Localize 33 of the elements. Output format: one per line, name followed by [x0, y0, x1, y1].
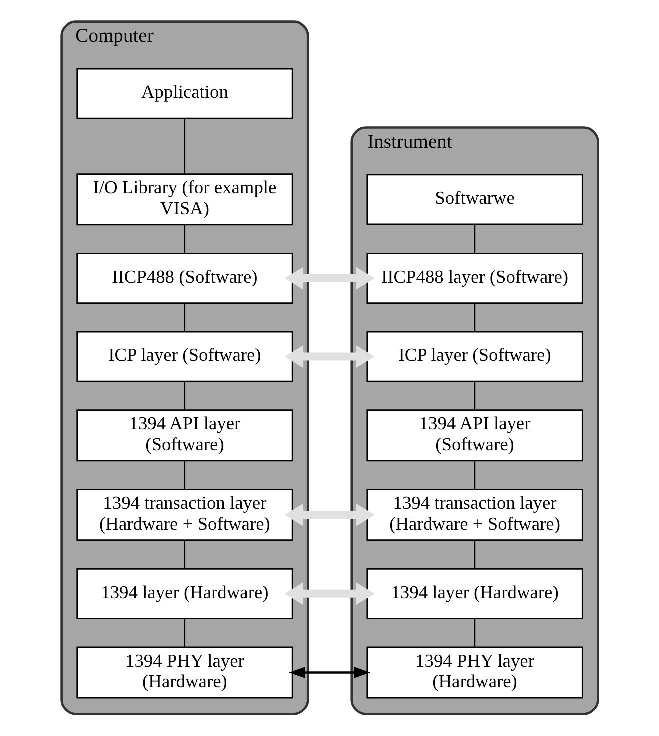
connector	[184, 303, 186, 332]
arrow	[284, 504, 374, 526]
node-box: Application	[76, 68, 293, 120]
node-box: 1394 API layer (Software)	[366, 410, 583, 462]
node-box: ICP layer (Software)	[366, 331, 583, 382]
connector	[184, 618, 186, 647]
connector	[474, 303, 476, 332]
arrow	[284, 267, 374, 290]
node-box: 1394 transaction layer (Hardware + Software)	[76, 489, 293, 542]
node-box: 1394 API layer (Software)	[76, 410, 293, 462]
connector	[184, 540, 186, 569]
node-box: IICP488 (Software)	[76, 253, 293, 304]
node-box: 1394 PHY layer (Hardware)	[76, 646, 293, 699]
arrow	[288, 667, 370, 678]
node-box: 1394 PHY layer (Hardware)	[366, 646, 583, 699]
connector	[184, 118, 186, 174]
connector	[474, 224, 476, 254]
connector	[184, 225, 186, 254]
node-box: Softwarwe	[366, 174, 583, 226]
arrow	[284, 345, 374, 368]
node-box: 1394 layer (Hardware)	[76, 568, 293, 620]
node-box: ICP layer (Software)	[76, 331, 293, 382]
connector	[184, 461, 186, 490]
connector	[474, 618, 476, 647]
arrow	[284, 582, 374, 606]
connector	[474, 540, 476, 569]
connector	[474, 461, 476, 490]
connector	[474, 382, 476, 410]
node-box: I/O Library (for example VISA)	[76, 174, 293, 226]
node-box: IICP488 layer (Software)	[366, 253, 583, 304]
connector	[184, 382, 186, 410]
node-box: 1394 layer (Hardware)	[366, 568, 583, 620]
node-box: 1394 transaction layer (Hardware + Software)	[366, 489, 583, 542]
